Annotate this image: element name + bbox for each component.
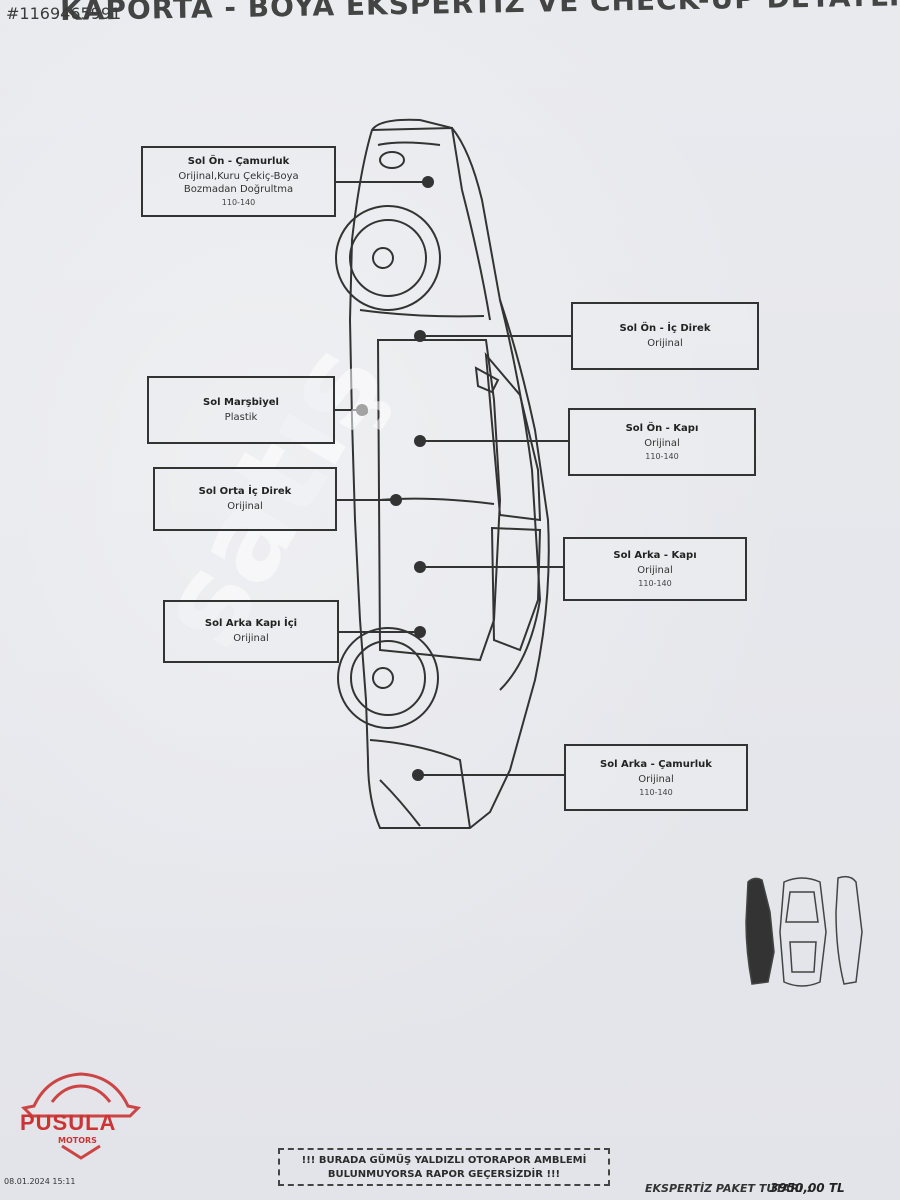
part-sol-arka-kapi: Sol Arka - Kapı Orijinal 110-140 bbox=[563, 537, 747, 601]
part-sol-marsbiyel: Sol Marşbiyel Plastik bbox=[147, 376, 335, 444]
part-title: Sol Arka - Çamurluk bbox=[600, 758, 712, 770]
part-title: Sol Ön - İç Direk bbox=[619, 322, 711, 334]
part-status: Orijinal,Kuru Çekiç-Boya Bozmadan Doğrul… bbox=[178, 171, 299, 195]
part-status: Orijinal bbox=[233, 633, 269, 644]
price-label: EKSPERTİZ PAKET TUTARI : bbox=[645, 1182, 812, 1195]
part-sol-on-ic-direk: Sol Ön - İç Direk Orijinal bbox=[571, 302, 759, 370]
logo-name: PUSULA bbox=[20, 1110, 117, 1135]
part-status: Orijinal bbox=[227, 500, 263, 512]
logo-sub: MOTORS bbox=[58, 1136, 97, 1145]
validity-notice: !!! BURADA GÜMÜŞ YALDIZLI OTORAPOR AMBLE… bbox=[278, 1148, 610, 1186]
report-date: 08.01.2024 15:11 bbox=[4, 1177, 76, 1186]
notice-line-2: BULUNMUYORSA RAPOR GEÇERSİZDİR !!! bbox=[327, 1169, 561, 1180]
listing-id: #1169465991 bbox=[6, 4, 122, 23]
part-title: Sol Orta İç Direk bbox=[198, 485, 292, 497]
part-sol-arka-kapi-ici: Sol Arka Kapı İçi Orijinal bbox=[163, 600, 339, 663]
price-value: 3950,00 TL bbox=[770, 1181, 845, 1195]
part-title: Sol Ön - Kapı bbox=[625, 423, 699, 434]
part-status: Orijinal bbox=[647, 337, 683, 349]
part-status: Orijinal bbox=[637, 565, 673, 576]
part-range: 110-140 bbox=[221, 198, 256, 207]
notice-line-1: !!! BURADA GÜMÜŞ YALDIZLI OTORAPOR AMBLE… bbox=[301, 1155, 587, 1166]
part-title: Sol Marşbiyel bbox=[203, 396, 279, 408]
part-range: 110-140 bbox=[638, 579, 672, 588]
part-range: 110-140 bbox=[639, 787, 673, 797]
part-title: Sol Arka Kapı İçi bbox=[204, 618, 298, 629]
part-sol-on-camurluk: Sol Ön - Çamurluk Orijinal,Kuru Çekiç-Bo… bbox=[141, 146, 336, 217]
car-views-thumbnail-icon bbox=[745, 875, 863, 987]
part-sol-on-kapi: Sol Ön - Kapı Orijinal 110-140 bbox=[568, 408, 756, 476]
part-title: Sol Ön - Çamurluk bbox=[187, 156, 290, 167]
pusula-motors-logo-icon bbox=[20, 1072, 142, 1160]
part-status: Orijinal bbox=[638, 773, 674, 785]
part-sol-arka-camurluk: Sol Arka - Çamurluk Orijinal 110-140 bbox=[564, 744, 748, 811]
part-sol-orta-ic-direk: Sol Orta İç Direk Orijinal bbox=[153, 467, 337, 531]
part-status: Orijinal bbox=[644, 438, 680, 449]
part-range: 110-140 bbox=[645, 452, 679, 461]
part-status: Plastik bbox=[224, 411, 258, 423]
part-title: Sol Arka - Kapı bbox=[613, 550, 697, 561]
